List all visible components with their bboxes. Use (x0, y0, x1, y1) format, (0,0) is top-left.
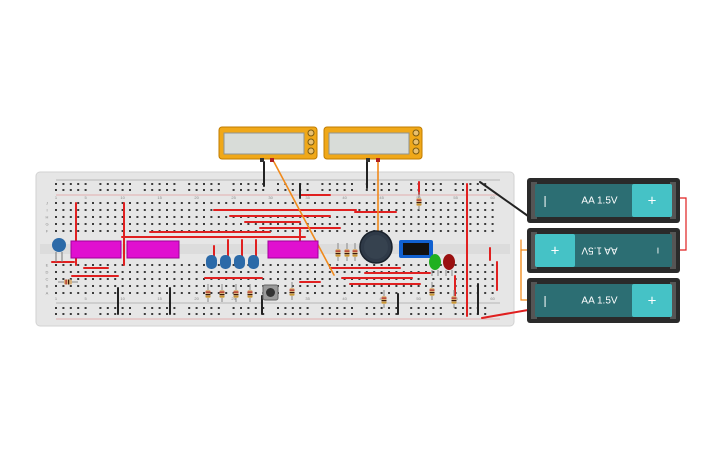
resistor[interactable] (429, 282, 435, 300)
column-label: 60 (490, 195, 495, 200)
row-label: E (46, 263, 49, 268)
lcd-screen (223, 132, 305, 155)
lcd-screen (328, 132, 410, 155)
aa-battery-2[interactable]: AA 1.5V + − (527, 228, 680, 273)
battery-link-wire[interactable] (520, 249, 527, 301)
plus-icon: + (551, 243, 560, 260)
lcd-pin-icon (307, 138, 315, 146)
capacitor[interactable] (52, 238, 66, 262)
row-label: C (46, 277, 49, 282)
minus-icon: − (651, 247, 665, 254)
capacitor[interactable] (220, 255, 231, 269)
column-label: 20 (194, 296, 199, 301)
column-label: 15 (157, 296, 162, 301)
column-label: 25 (231, 296, 236, 301)
lcd-pin-icon (307, 129, 315, 137)
minus-icon: | (543, 294, 546, 308)
column-label: 30 (268, 195, 273, 200)
ir-sensor-module[interactable] (399, 240, 433, 258)
column-label: 15 (157, 195, 162, 200)
minus-icon: | (543, 194, 546, 208)
row-label: A (46, 291, 49, 296)
wires[interactable] (51, 161, 529, 319)
column-label: 20 (194, 195, 199, 200)
lcd-display-2[interactable] (323, 126, 423, 162)
plus-icon: + (648, 293, 657, 310)
lcd-pin-icon (412, 129, 420, 137)
column-label: 40 (342, 195, 347, 200)
battery-label: AA 1.5V (581, 196, 617, 207)
column-label: 1 (55, 296, 58, 301)
row-label: I (46, 208, 47, 213)
resistors[interactable] (58, 192, 457, 308)
aa-battery-1[interactable]: AA 1.5V + | (527, 178, 680, 223)
resistor[interactable] (344, 243, 350, 261)
capacitor[interactable] (206, 255, 217, 269)
column-label: 35 (305, 296, 310, 301)
wire[interactable] (481, 309, 529, 319)
aa-battery-3[interactable]: AA 1.5V + | (527, 278, 680, 323)
lcd-pin-icon (412, 138, 420, 146)
lcd-display-1[interactable] (218, 126, 318, 162)
lcd-pin-icon (412, 147, 420, 155)
capacitor[interactable] (234, 255, 245, 269)
ic-chip-1[interactable] (70, 240, 122, 259)
power-rails (56, 179, 500, 320)
column-label: 55 (453, 195, 458, 200)
ic-chip-3[interactable] (267, 240, 319, 259)
column-label: 10 (120, 296, 125, 301)
battery-label: AA 1.5V (581, 245, 617, 256)
column-label: 35 (305, 195, 310, 200)
column-label: 50 (416, 296, 421, 301)
row-label: H (46, 215, 49, 220)
resistor[interactable] (289, 282, 295, 300)
piezo-buzzer[interactable] (359, 230, 393, 264)
resistor[interactable] (335, 243, 341, 261)
column-label: 5 (84, 195, 87, 200)
resistor[interactable] (451, 290, 457, 308)
row-label: B (46, 284, 49, 289)
column-label: 60 (490, 296, 495, 301)
column-label: 45 (379, 195, 384, 200)
lcd-pin-icon (307, 147, 315, 155)
resistor[interactable] (352, 243, 358, 261)
green-led[interactable] (429, 254, 441, 276)
resistor[interactable] (219, 284, 225, 302)
column-label: 10 (120, 195, 125, 200)
resistor[interactable] (247, 284, 253, 302)
ic-chip-2[interactable] (126, 240, 180, 259)
column-label: 25 (231, 195, 236, 200)
battery-label: AA 1.5V (581, 296, 617, 307)
resistor[interactable] (416, 192, 422, 210)
row-label: F (46, 229, 49, 234)
resistor[interactable] (205, 284, 211, 302)
plus-icon: + (648, 193, 657, 210)
battery-pack[interactable]: AA 1.5V + | AA 1.5V + − AA 1.5V + | (520, 178, 687, 323)
resistor[interactable] (58, 279, 78, 285)
red-led[interactable] (443, 254, 455, 276)
wire[interactable] (479, 181, 529, 217)
row-label: J (46, 201, 48, 206)
column-label: 40 (342, 296, 347, 301)
battery-link-wire[interactable] (680, 197, 687, 251)
resistor[interactable] (381, 290, 387, 308)
wire[interactable] (273, 161, 335, 276)
column-label: 5 (84, 296, 87, 301)
push-button[interactable] (262, 284, 279, 301)
resistor[interactable] (233, 284, 239, 302)
row-label: D (46, 270, 49, 275)
column-label: 1 (55, 195, 58, 200)
row-label: G (45, 222, 48, 227)
capacitor[interactable] (248, 255, 259, 269)
